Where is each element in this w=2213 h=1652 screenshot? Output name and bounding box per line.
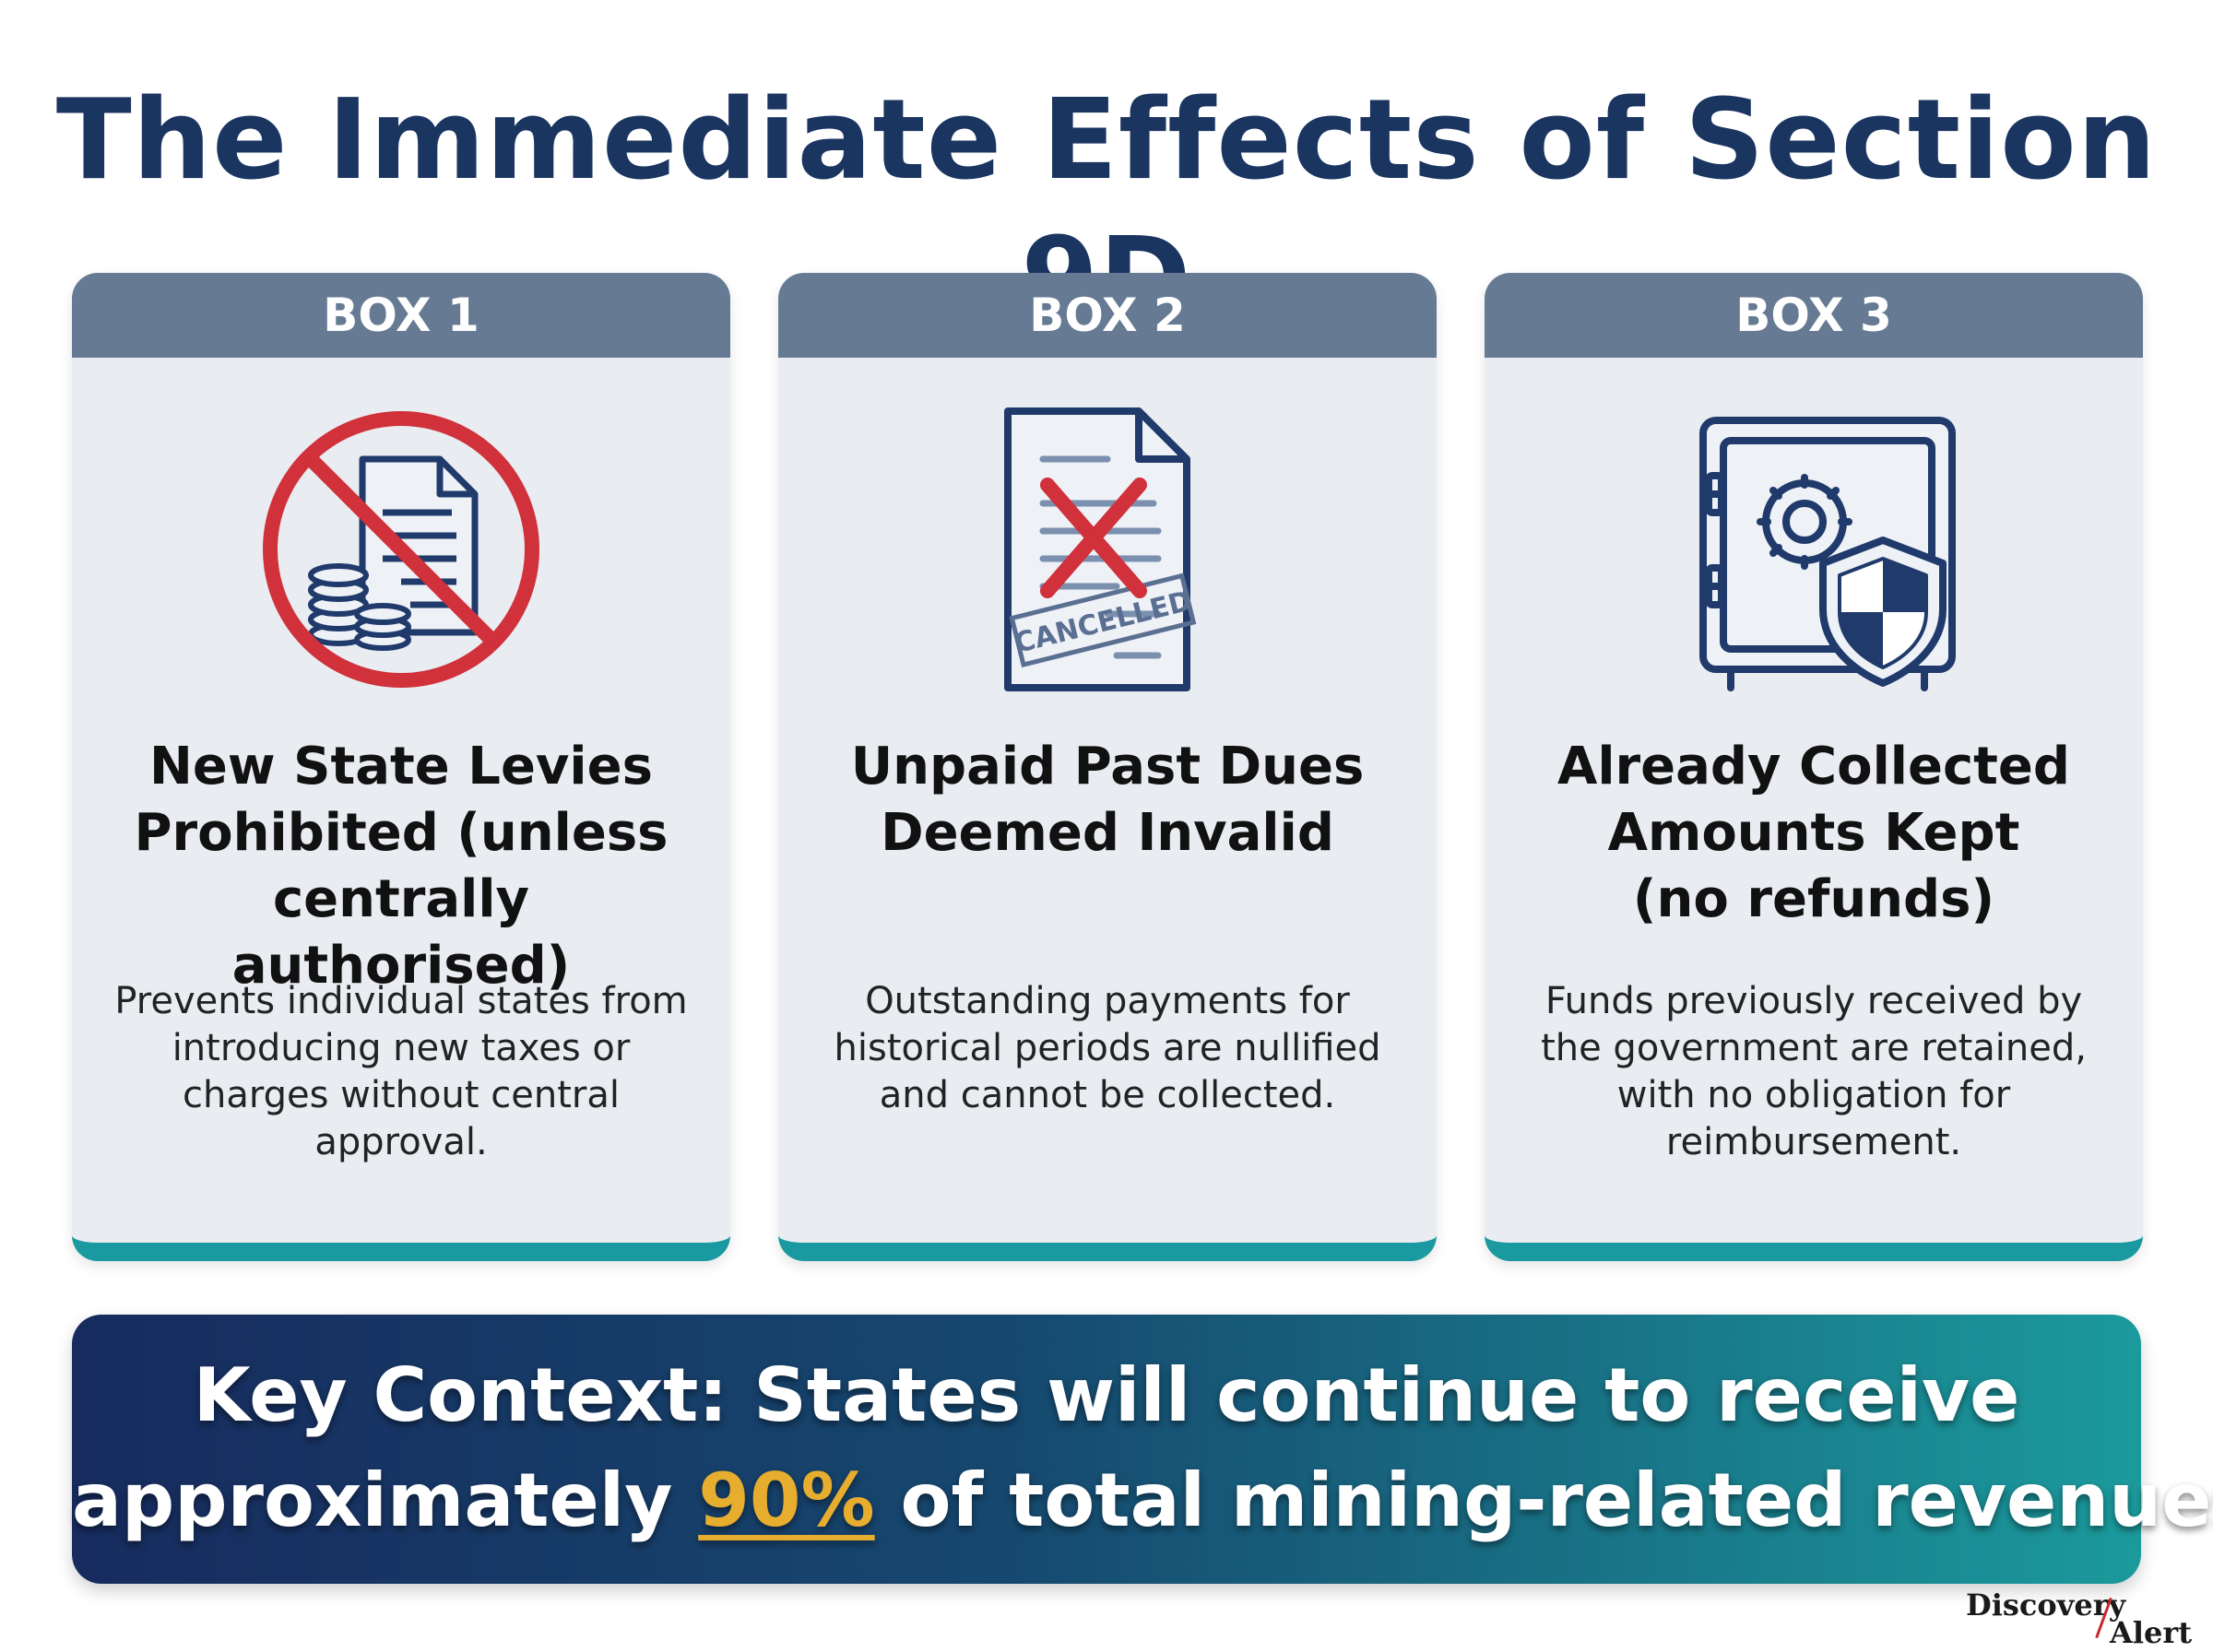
box-3-title: Already Collected Amounts Kept (no refun… [1557,737,2070,929]
key-context-banner: Key Context: States will continue to rec… [72,1315,2213,1584]
banner-line-2-start: approximately [72,1457,699,1543]
logo-line-1: Discovery [1966,1587,2126,1622]
box-3-card: BOX 3 [1485,273,2143,1261]
box-1-header: BOX 1 [72,273,730,358]
logo-line-2: Alert [2110,1615,2192,1650]
banner-line-1: Key Context: States will continue to rec… [193,1352,2020,1438]
box-3-description: Funds previously received by the governm… [1541,980,2087,1163]
box-1-card: BOX 1 [72,273,730,1261]
no-levies-icon [72,402,730,697]
box-1-description: Prevents individual states from introduc… [114,980,688,1163]
highlight-percentage: 90% [698,1457,875,1543]
banner-line-2-end: of total mining-related revenues [874,1457,2213,1543]
box-1-title: New State Levies Prohibited (unless cent… [134,737,669,996]
safe-shield-icon [1485,402,2143,697]
box-2-header: BOX 2 [778,273,1437,358]
cancelled-document-icon: CANCELLED [778,402,1437,697]
box-2-title: Unpaid Past Dues Deemed Invalid [850,737,1365,863]
discovery-alert-logo: Discovery Alert [1966,1587,2206,1650]
box-2-card: BOX 2 CANCELLED [778,273,1437,1261]
box-2-description: Outstanding payments for historical peri… [834,980,1381,1116]
box-3-header: BOX 3 [1485,273,2143,358]
banner-line-2: approximately 90% of total mining-relate… [72,1455,2213,1547]
